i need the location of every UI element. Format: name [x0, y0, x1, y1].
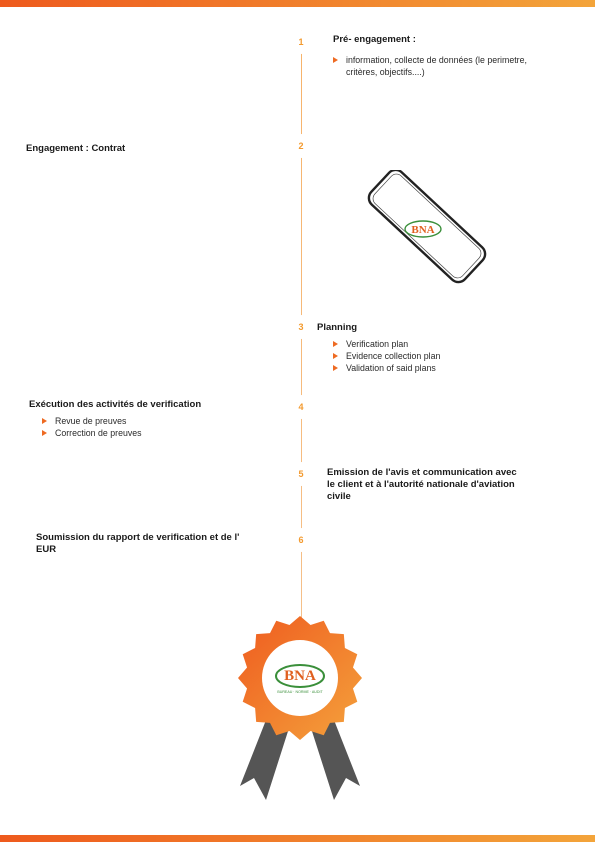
- left-ribbon: [240, 715, 290, 800]
- badge-logo-text: BNA: [284, 668, 316, 684]
- bottom-accent-bar: [0, 835, 595, 842]
- step-4-list: Revue de preuves Correction de preuves: [42, 415, 242, 439]
- step-4-title: Exécution des activités de verification: [29, 399, 202, 410]
- step-1-number: 1: [289, 30, 313, 54]
- bullet-arrow-icon: [333, 57, 338, 63]
- bullet-arrow-icon: [333, 341, 338, 347]
- bullet-arrow-icon: [42, 430, 47, 436]
- step-3-number: 3: [289, 315, 313, 339]
- step-6-title: Soumission du rapport de verification et…: [36, 532, 240, 555]
- bullet-arrow-icon: [333, 353, 338, 359]
- step-1-item: information, collecte de données (le per…: [333, 54, 533, 78]
- step-2-number: 2: [289, 134, 313, 158]
- step-1-title: Pré- engagement :: [333, 34, 416, 45]
- logo-swoosh: [275, 664, 325, 688]
- step-4-item: Revue de preuves: [42, 415, 242, 427]
- step-2-title: Engagement : Contrat: [26, 143, 126, 154]
- badge-center: [262, 640, 338, 716]
- step-3-item: Validation of said plans: [333, 362, 533, 374]
- step-4-number: 4: [289, 395, 313, 419]
- step-3-item: Evidence collection plan: [333, 350, 533, 362]
- top-accent-bar: [0, 0, 595, 7]
- bullet-arrow-icon: [333, 365, 338, 371]
- phone-illustration: BNA: [367, 170, 487, 284]
- step-3-title: Planning: [317, 322, 358, 333]
- step-4-item: Correction de preuves: [42, 427, 242, 439]
- step-5-number: 5: [289, 462, 313, 486]
- badge-logo-tagline: BUREAU · NORME · AUDIT: [277, 690, 323, 694]
- step-1-list: information, collecte de données (le per…: [333, 54, 533, 78]
- step-3-item: Verification plan: [333, 338, 533, 350]
- bullet-arrow-icon: [42, 418, 47, 424]
- right-ribbon: [310, 715, 360, 800]
- step-6-number: 6: [289, 528, 313, 552]
- step-3-list: Verification plan Evidence collection pl…: [333, 338, 533, 374]
- phone-logo-text: BNA: [411, 224, 434, 236]
- step-5-title: Emission de l'avis et communication avec…: [327, 467, 517, 502]
- award-badge-icon: BNA BUREAU · NORME · AUDIT: [238, 616, 362, 800]
